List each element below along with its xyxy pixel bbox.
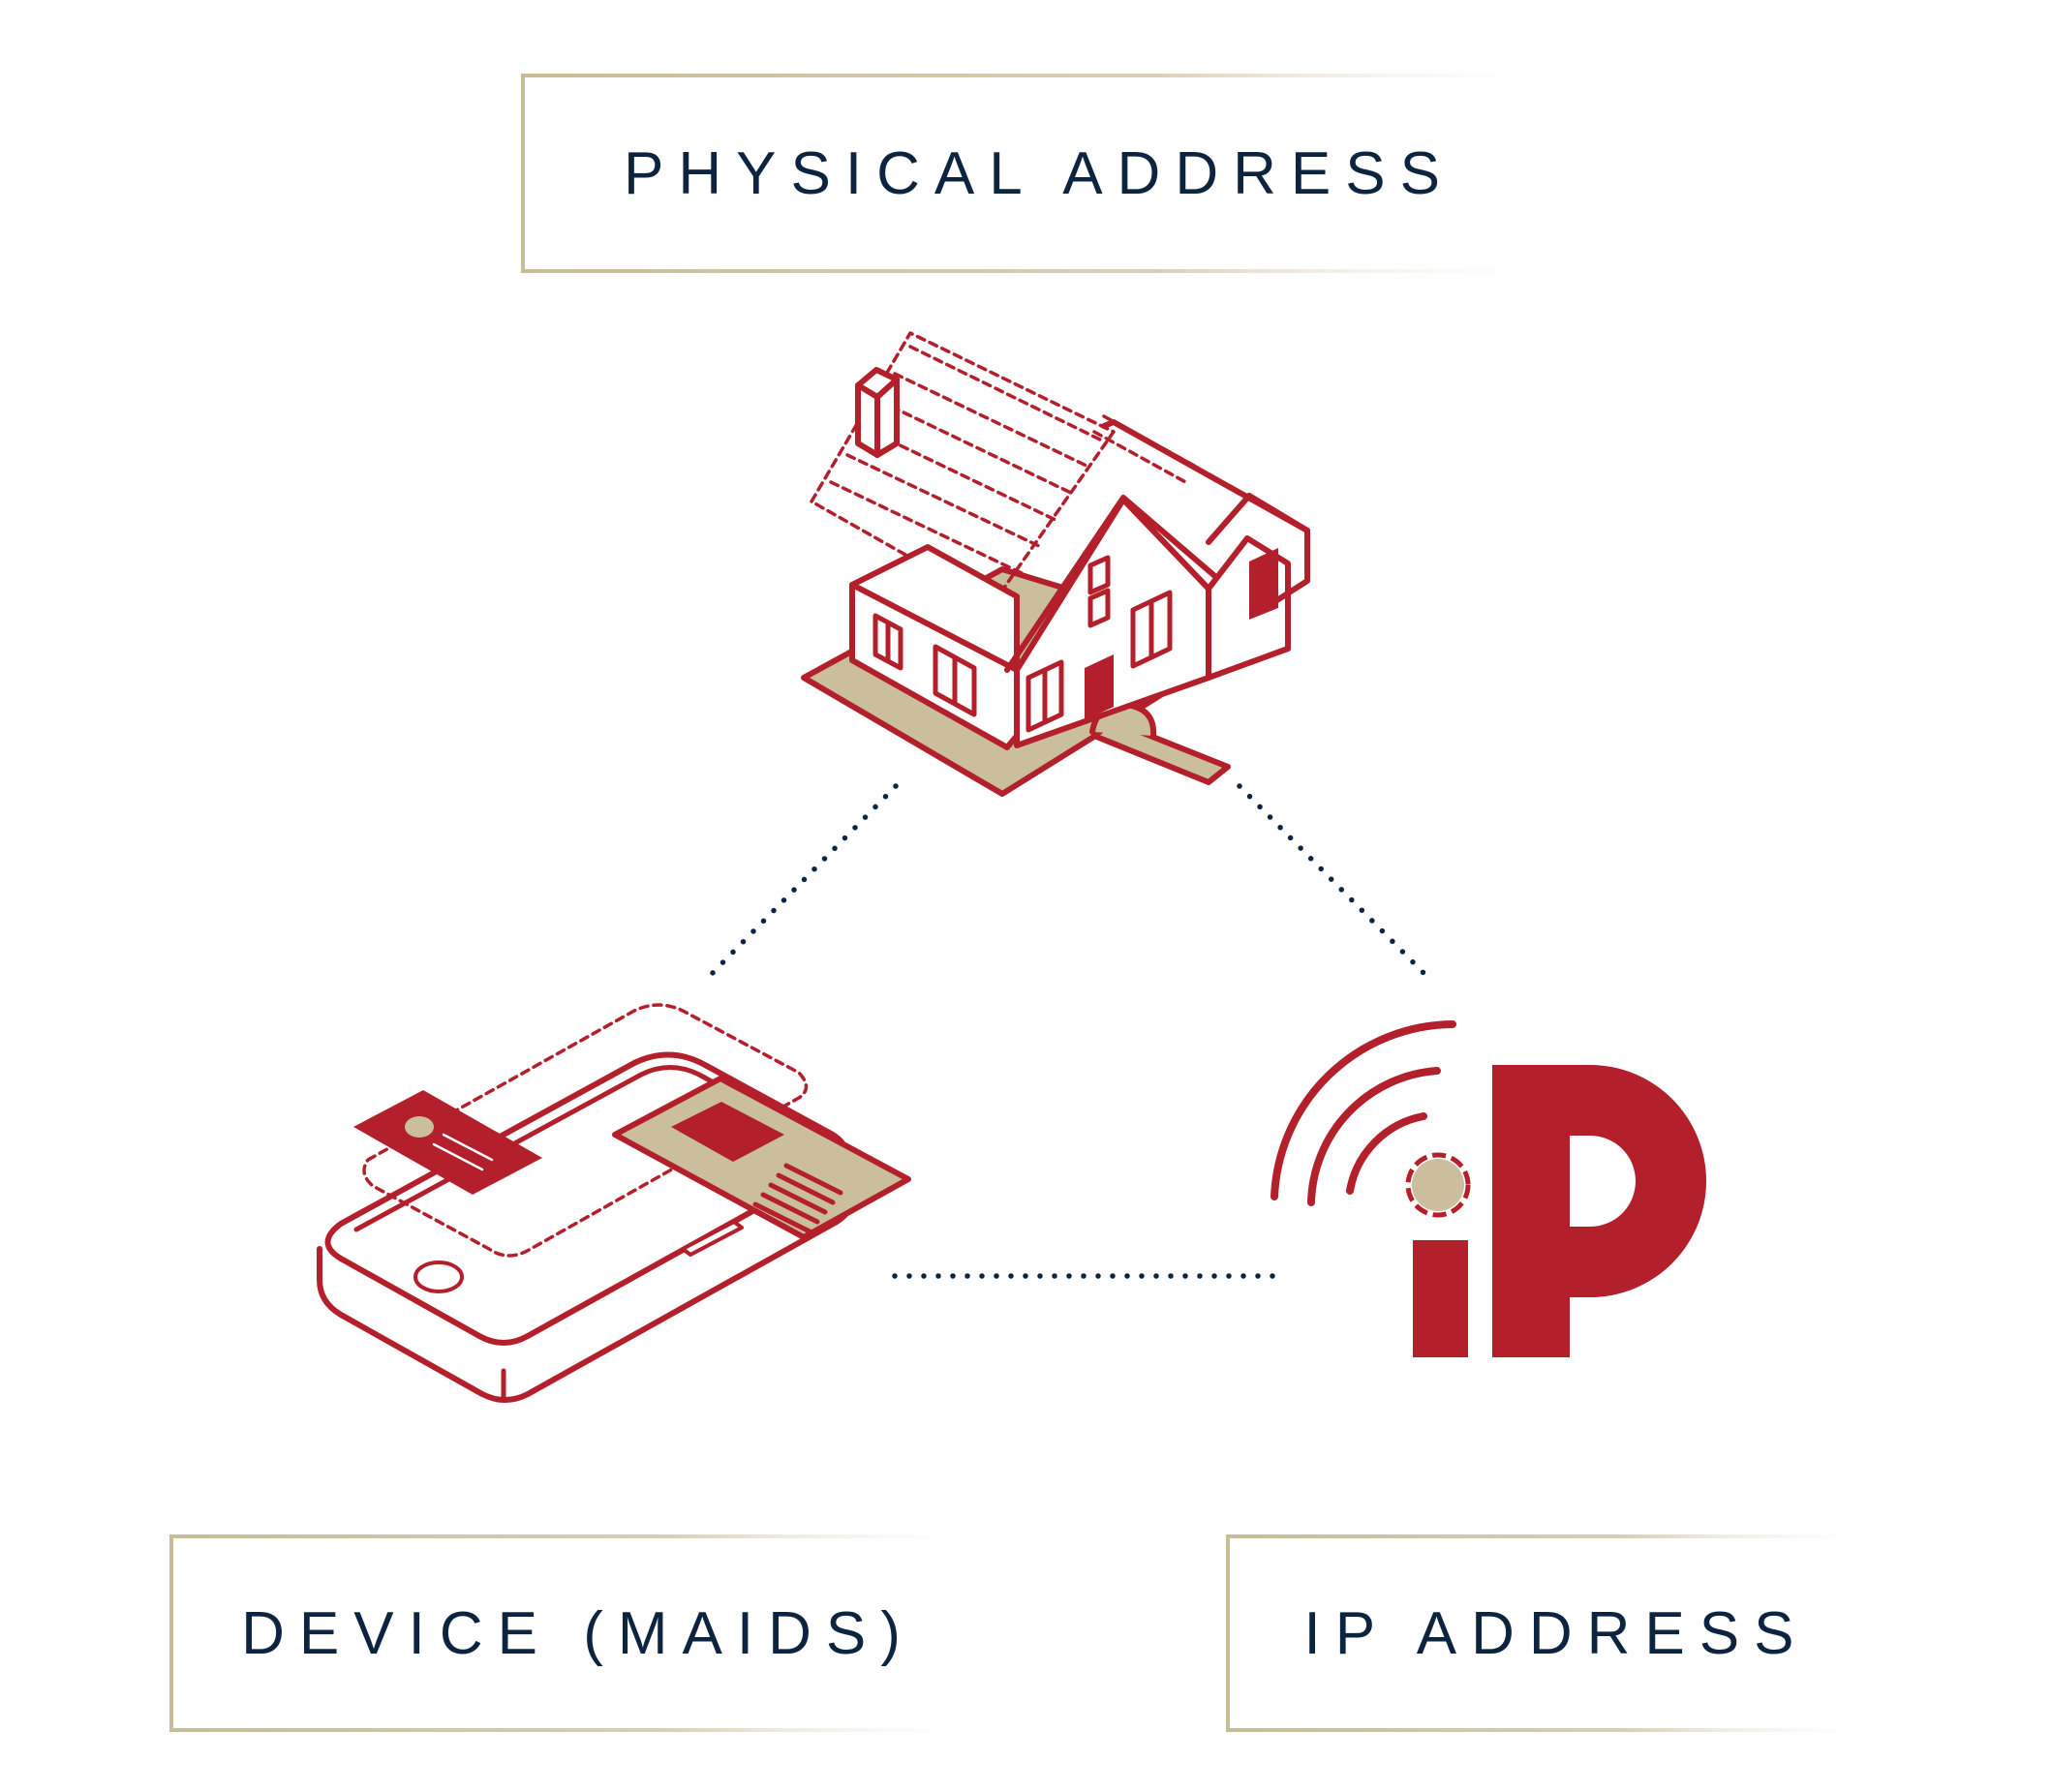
connector-house-ip bbox=[1237, 783, 1434, 984]
dotted-connectors bbox=[702, 783, 1434, 1279]
smartphone-icon bbox=[317, 1003, 911, 1403]
ip-signal-icon bbox=[1270, 1020, 1706, 1357]
house-icon bbox=[801, 331, 1310, 797]
physical-address-label: PHYSICAL ADDRESS bbox=[624, 139, 1454, 207]
connector-house-device bbox=[702, 783, 899, 984]
device-maids-label: DEVICE (MAIDS) bbox=[241, 1599, 915, 1667]
ip-address-label: IP ADDRESS bbox=[1303, 1599, 1809, 1667]
